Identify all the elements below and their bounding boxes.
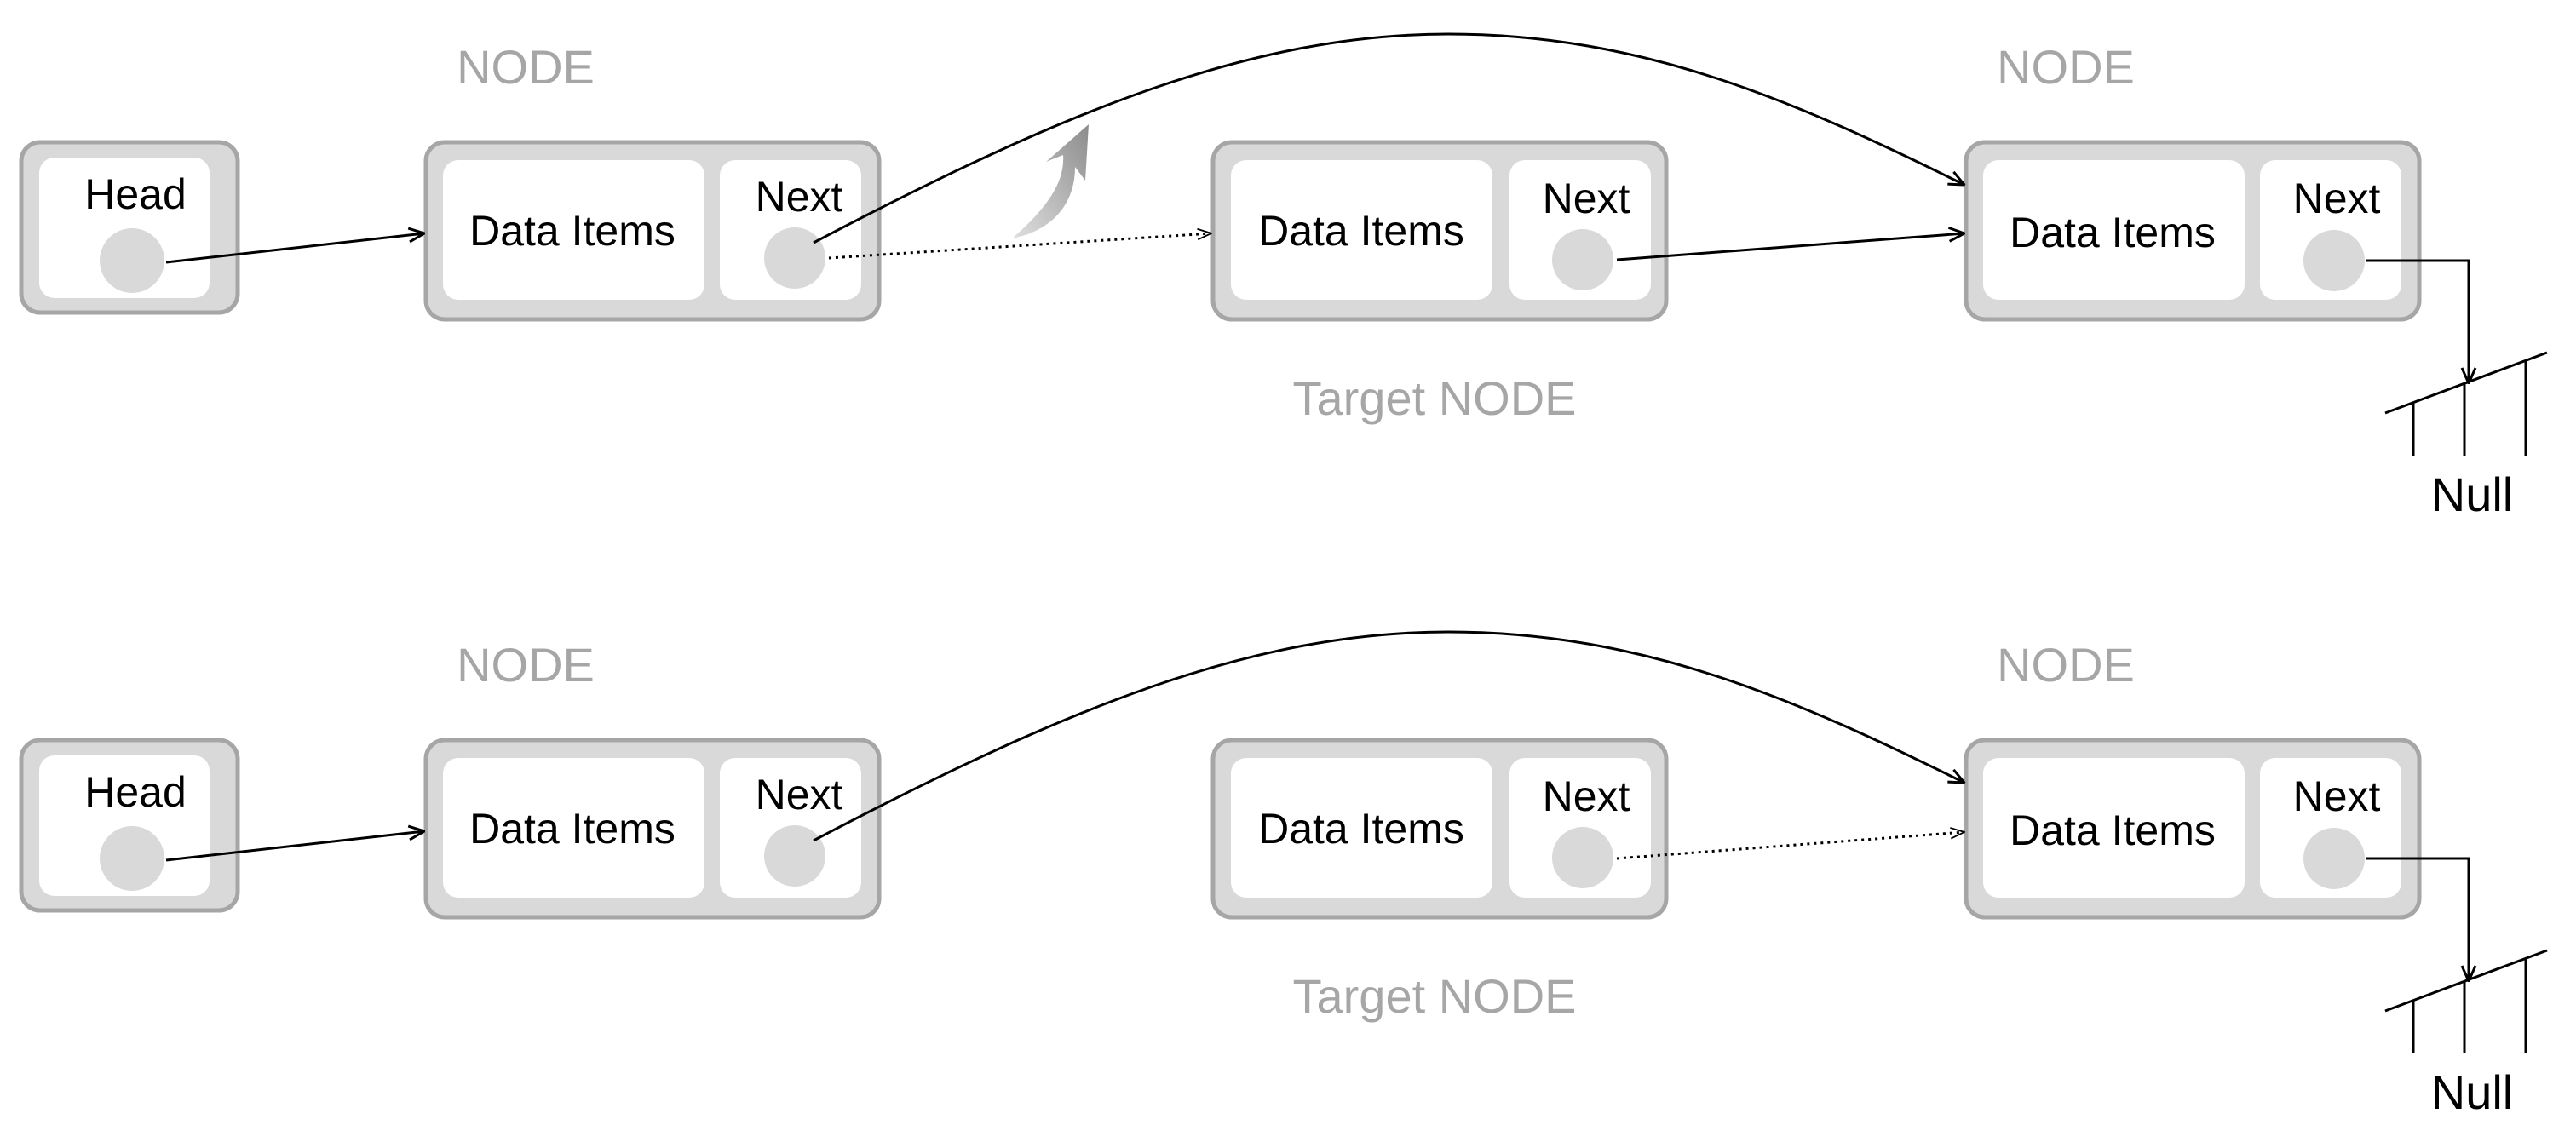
target-node-data-label: Data Items <box>1258 805 1464 853</box>
node-1-box: Data Items Next <box>423 738 882 920</box>
head-box: Head <box>19 738 240 913</box>
node-3-next-label: Next <box>2293 772 2381 820</box>
target-node-box: Data Items Next <box>1210 738 1669 920</box>
node-1-box: Data Items Next <box>423 140 882 322</box>
diagram-before: Head NODE Data Items Next Data Items Nex… <box>19 32 2548 521</box>
target-node-box: Data Items Next <box>1210 140 1669 322</box>
node-3-to-null-arrow <box>2366 857 2469 981</box>
node-3-next-label: Next <box>2293 175 2381 222</box>
head-pointer-dot <box>100 826 164 891</box>
node-1-to-node-3-bypass-arrow <box>813 32 1964 244</box>
head-to-node-1-arrow <box>165 233 424 264</box>
node-1-pointer-dot <box>764 825 825 887</box>
null-label: Null <box>2431 1065 2513 1119</box>
target-to-node-3-arrow <box>1616 233 1964 261</box>
node-3-box: Data Items Next <box>1964 738 2422 920</box>
node-3-box: Data Items Next <box>1964 140 2422 322</box>
target-node-title: Target NODE <box>1293 969 1577 1023</box>
node-3-pointer-dot <box>2303 828 2365 889</box>
node-1-pointer-dot <box>764 227 825 289</box>
target-node-title: Target NODE <box>1293 371 1577 425</box>
head-to-node-1-arrow <box>165 831 424 862</box>
node-3-title: NODE <box>1997 40 2135 94</box>
null-ground-symbol <box>2384 351 2548 456</box>
node-1-data-label: Data Items <box>469 207 676 255</box>
node-1-to-target-old-link <box>828 233 1211 260</box>
node-3-title: NODE <box>1997 638 2135 692</box>
diagram-after: Head NODE Data Items Next Data Items Nex… <box>19 630 2548 1119</box>
target-node-data-label: Data Items <box>1258 207 1464 255</box>
node-3-to-null-arrow <box>2366 259 2469 383</box>
node-3-data-label: Data Items <box>2010 807 2216 854</box>
relink-hint-arrow <box>1012 124 1089 238</box>
node-1-to-node-3-bypass-arrow <box>813 630 1964 842</box>
head-label: Head <box>84 768 187 816</box>
node-1-title: NODE <box>457 638 595 692</box>
node-1-next-label: Next <box>756 173 843 221</box>
node-1-title: NODE <box>457 40 595 94</box>
head-box: Head <box>19 140 240 315</box>
node-3-data-label: Data Items <box>2010 209 2216 256</box>
target-node-pointer-dot <box>1552 229 1613 290</box>
target-node-pointer-dot <box>1552 827 1613 888</box>
node-1-next-label: Next <box>756 771 843 818</box>
head-pointer-dot <box>100 228 164 293</box>
node-3-pointer-dot <box>2303 230 2365 291</box>
null-ground-symbol <box>2384 949 2548 1053</box>
node-1-data-label: Data Items <box>469 805 676 853</box>
target-node-next-label: Next <box>1543 772 1630 820</box>
null-label: Null <box>2431 468 2513 521</box>
target-to-node-3-old-link <box>1616 832 1964 860</box>
head-label: Head <box>84 170 187 218</box>
target-node-next-label: Next <box>1543 175 1630 222</box>
